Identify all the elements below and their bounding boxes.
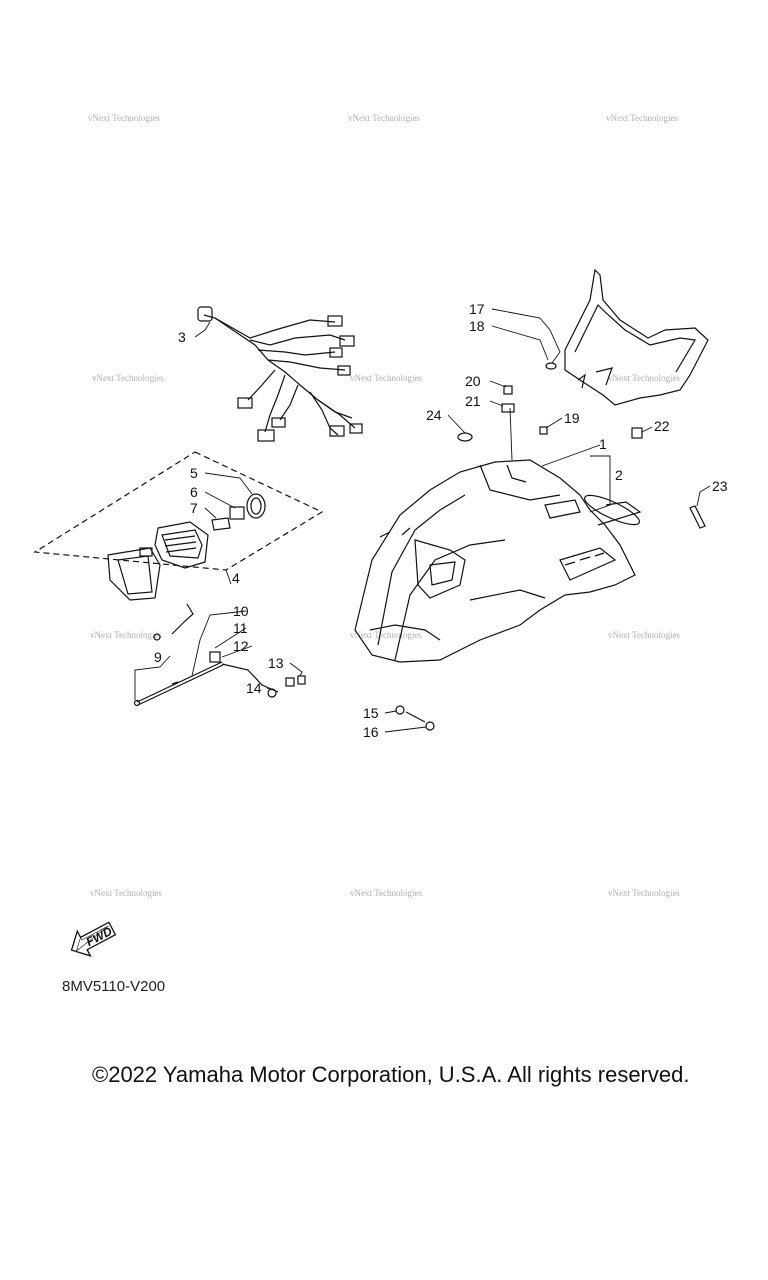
watermark: vNext Technologies	[90, 888, 162, 898]
callout-22: 22	[654, 418, 670, 434]
callout-23: 23	[712, 478, 728, 494]
callout-19: 19	[564, 410, 580, 426]
watermark: vNext Technologies	[92, 373, 164, 383]
watermark: vNext Technologies	[348, 113, 420, 123]
watermark: vNext Technologies	[608, 888, 680, 898]
watermark: vNext Technologies	[350, 630, 422, 640]
nut-16-part	[425, 721, 435, 731]
handle-part	[689, 505, 706, 529]
callout-6: 6	[190, 484, 198, 500]
callout-11: 11	[233, 620, 248, 636]
callout-12: 12	[233, 638, 249, 654]
headlight-part	[107, 521, 209, 601]
bolt-part	[503, 385, 513, 395]
watermark: vNext Technologies	[350, 888, 422, 898]
adjuster-parts	[133, 603, 306, 707]
leader-lines	[134, 308, 711, 733]
front-cowling-part	[354, 459, 642, 663]
callout-9: 9	[154, 649, 162, 665]
watermark: vNext Technologies	[90, 630, 162, 640]
watermark: vNext Technologies	[608, 373, 680, 383]
bulb-parts	[211, 493, 266, 531]
callout-16: 16	[363, 724, 379, 740]
clip-part	[501, 403, 515, 413]
callout-4: 4	[232, 570, 240, 586]
screw-part	[539, 426, 548, 435]
callout-20: 20	[465, 373, 481, 389]
copyright-notice: ©2022 Yamaha Motor Corporation, U.S.A. A…	[92, 1062, 690, 1087]
watermark: vNext Technologies	[88, 113, 160, 123]
diagram-code: 8MV5110-V200	[62, 978, 166, 995]
callout-18: 18	[469, 318, 485, 334]
callout-24: 24	[426, 407, 442, 423]
fwd-arrow-icon: FWD	[70, 921, 117, 957]
nut-part	[631, 427, 643, 439]
callout-14: 14	[246, 680, 262, 696]
callout-17: 17	[469, 301, 485, 317]
callout-1: 1	[599, 436, 607, 452]
headlight-assembly-box	[33, 451, 324, 571]
stud-part	[405, 711, 426, 723]
watermark: vNext Technologies	[608, 630, 680, 640]
watermark: vNext Technologies	[606, 113, 678, 123]
wire-harness-part	[197, 306, 363, 442]
grommet-part	[545, 362, 557, 370]
callout-21: 21	[465, 393, 481, 409]
windshield-part	[564, 268, 709, 406]
callout-13: 13	[268, 655, 284, 671]
callout-labels: 1 2 3 4 5 6 7 9 10 11 12 13 14 15 16 17 …	[154, 301, 728, 740]
washer-part	[457, 432, 473, 442]
callout-10: 10	[233, 603, 249, 619]
callout-2: 2	[615, 467, 623, 483]
callout-15: 15	[363, 705, 379, 721]
callout-3: 3	[178, 329, 186, 345]
bolt-15-part	[395, 705, 405, 715]
callout-5: 5	[190, 465, 198, 481]
callout-7: 7	[190, 500, 198, 516]
watermark: vNext Technologies	[350, 373, 422, 383]
